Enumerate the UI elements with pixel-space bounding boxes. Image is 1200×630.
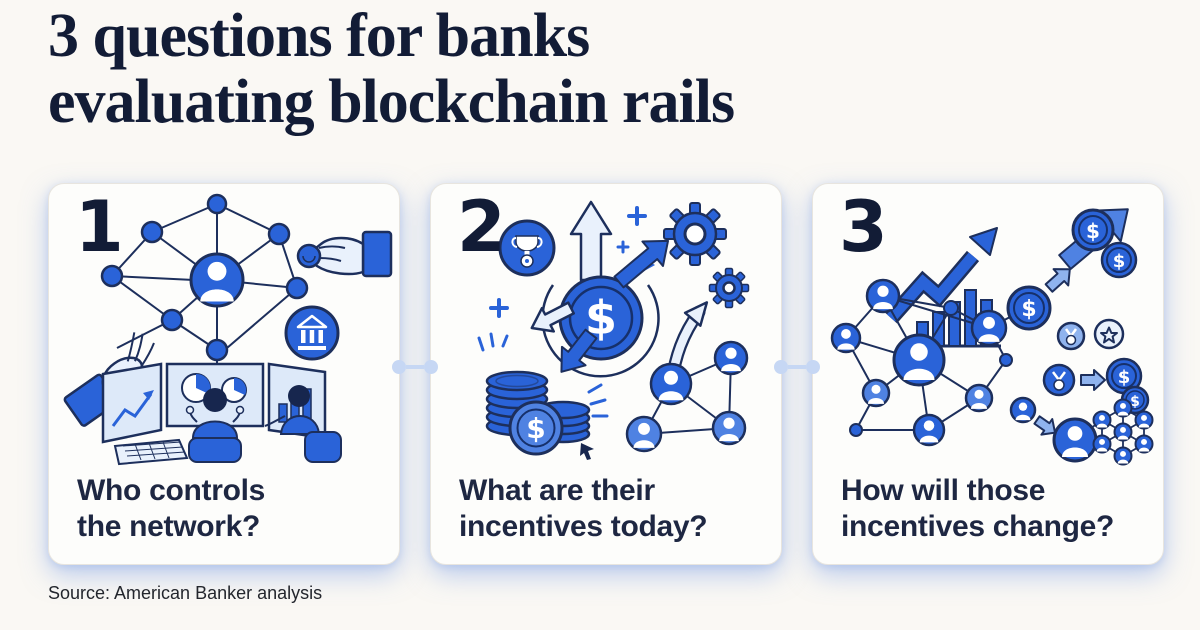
card-connector — [774, 360, 820, 374]
connector-dot — [392, 360, 406, 374]
monitoring-desk — [101, 362, 342, 466]
card-number: 2 — [457, 186, 506, 268]
question-card-1: 1 — [48, 183, 400, 565]
dollar-sign: $ — [1113, 251, 1126, 272]
question-card-3: 3 — [812, 183, 1164, 565]
question-card-2: 2 — [430, 183, 782, 565]
caption-line: incentives change? — [841, 509, 1115, 543]
cursor-icon — [580, 443, 594, 460]
caption-line: incentives today? — [459, 509, 708, 543]
connector-bar — [406, 365, 424, 369]
bank-icon — [284, 305, 340, 361]
network-control-illustration — [63, 193, 393, 466]
up-arrow-icon — [569, 200, 613, 282]
rising-coins-icon: $ $ $ — [1006, 208, 1138, 331]
title-line-1: 3 questions for banks — [48, 2, 590, 70]
dollar-sign: $ — [1021, 297, 1036, 322]
connector-dot — [806, 360, 820, 374]
title-line-2: evaluating blockchain rails — [48, 67, 735, 136]
hand-with-coin-icon — [296, 230, 393, 278]
dollar-coin-icon: $ — [541, 275, 660, 378]
medal-to-coins: $ $ — [1042, 357, 1150, 415]
dollar-sign: $ — [1086, 219, 1100, 243]
caption-line: Who controls — [77, 474, 266, 508]
reward-icons — [1056, 318, 1125, 351]
gear-icons — [663, 202, 750, 309]
incentives-change-illustration: $ $ $ — [830, 208, 1154, 466]
dollar-sign: $ — [526, 412, 545, 445]
caption-line: How will those — [841, 474, 1046, 508]
card-connector — [392, 360, 438, 374]
network-graph — [100, 193, 309, 380]
question-cards: 1 — [48, 183, 1164, 565]
community-cluster — [1009, 396, 1154, 466]
member-network — [830, 278, 1032, 447]
caption-line: What are their — [459, 474, 655, 508]
connector-dot — [424, 360, 438, 374]
incentives-today-illustration: $ — [477, 200, 750, 460]
connector-dot — [774, 360, 788, 374]
coin-stack-icon: $ — [477, 332, 609, 460]
caption-line: the network? — [77, 509, 261, 543]
source-attribution: Source: American Banker analysis — [48, 583, 323, 603]
card-number: 3 — [839, 186, 888, 268]
dollar-sign: $ — [1130, 394, 1140, 410]
medal-icon — [498, 219, 556, 277]
dollar-sign: $ — [1118, 367, 1131, 388]
connector-bar — [788, 365, 806, 369]
mini-network — [625, 340, 749, 453]
card-number: 1 — [75, 186, 124, 268]
